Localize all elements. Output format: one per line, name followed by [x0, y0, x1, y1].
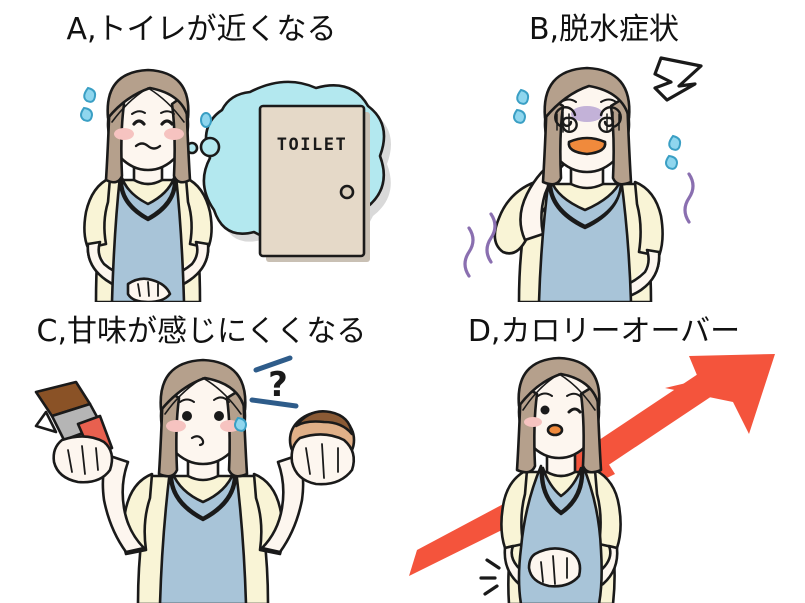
emphasis-dashes	[479, 558, 501, 596]
donut-chocolate-top	[294, 410, 354, 436]
dizzy-eye-left	[554, 106, 578, 133]
panel-b-title: B,脱水症状	[528, 12, 680, 47]
woman-c-right-arm	[260, 454, 305, 554]
woman-c-hair-part	[164, 377, 242, 415]
woman-a-left-sleeve	[83, 176, 112, 250]
woman-d-left-sleeve	[500, 468, 529, 550]
emphasis-line-top	[253, 355, 293, 373]
emphasis-line-bottom	[249, 397, 299, 409]
woman-a-eye-right	[160, 119, 174, 126]
woman-d-apron-top	[541, 466, 583, 514]
woman-c-brow-right	[213, 396, 230, 403]
sweat-drop-b4	[665, 154, 679, 170]
woman-b-brow-right	[600, 98, 617, 103]
question-mark-group: ?	[249, 355, 299, 409]
woman-d-finger-lines	[540, 555, 568, 585]
woman-c-apron	[158, 468, 248, 603]
woman-d-mouth	[546, 423, 564, 437]
woman-c-left-arm	[101, 454, 146, 554]
toilet-door	[258, 104, 366, 258]
thought-bubble-tail-large	[199, 136, 221, 158]
woman-a-eye-left	[132, 119, 146, 126]
woman-d-eye-right	[567, 407, 582, 414]
woman-d-hair-right	[579, 382, 603, 474]
woman-b-hair-top	[543, 66, 631, 120]
woman-d-hair-top	[517, 356, 601, 408]
woman-d-brow-left	[537, 392, 553, 397]
dizzy-eye-right	[598, 106, 622, 133]
arrow-head	[665, 354, 775, 434]
woman-a-hair-top	[106, 68, 190, 120]
woman-c-right-finger-lines	[305, 443, 339, 479]
toilet-door-label: TOILET	[277, 135, 347, 155]
woman-a-brow-left	[131, 110, 146, 115]
woman-a-right-sleeve	[184, 176, 213, 250]
panel-b-illustration	[403, 52, 805, 302]
flash-mark-icon	[653, 56, 703, 102]
door-knob-icon	[339, 184, 355, 200]
question-mark-glyph: ?	[268, 365, 288, 405]
woman-c-eye-left	[182, 411, 192, 421]
chocolate-bar-foil-corner	[34, 410, 58, 434]
woman-c-brow-left	[179, 398, 195, 403]
panel-d-title: D,カロリーオーバー	[467, 314, 741, 349]
woman-d-eye-left	[540, 405, 550, 415]
woman-c-cheek-left	[166, 420, 186, 432]
panel-c-illustration: ?	[0, 354, 403, 603]
panel-c-title: C,甘味が感じにくくなる	[36, 314, 367, 349]
woman-c-mouth	[190, 435, 205, 447]
woman-c-eye-right	[214, 411, 224, 421]
panel-d-illustration	[403, 354, 805, 603]
sweat-drop-b3	[668, 134, 682, 151]
dizzy-wave-lines	[463, 172, 695, 278]
woman-c-left-finger-lines	[67, 445, 99, 475]
woman-a-mouth	[134, 142, 162, 150]
woman-b-brow-left	[560, 98, 577, 103]
woman-a-apron	[110, 174, 186, 302]
panel-a-illustration: TOILET	[0, 52, 403, 302]
woman-a-cheek-right	[164, 128, 184, 140]
panel-a-title: A,トイレが近くなる	[66, 12, 337, 47]
woman-b-hair-left	[541, 94, 565, 186]
sweat-drop-b2	[513, 108, 527, 124]
woman-d-hair-part	[522, 373, 596, 411]
woman-a-finger-lines	[137, 281, 159, 297]
woman-b-apron	[537, 176, 633, 302]
woman-b-right-sleeve	[633, 180, 664, 258]
woman-d-right-sleeve	[593, 468, 622, 550]
woman-a-brow-right	[160, 110, 175, 115]
sweat-drop-c	[234, 416, 248, 432]
dizzy-face-shading	[571, 106, 603, 122]
panel-d: D,カロリーオーバー	[403, 302, 805, 603]
panel-c: C,甘味が感じにくくなる	[0, 302, 403, 603]
sweat-drop-b1	[516, 88, 530, 105]
woman-b-mouth	[567, 136, 607, 156]
woman-a-cheek-left	[114, 128, 134, 140]
woman-d-cheek	[524, 417, 542, 427]
effects-b	[463, 56, 703, 278]
sweat-drops-a	[80, 86, 212, 128]
woman-d-brow-right	[566, 392, 582, 398]
panel-b: B,脱水症状	[403, 0, 805, 302]
woman-a-hair-part	[111, 87, 185, 123]
panel-a: A,トイレが近くなる TOILET	[0, 0, 403, 302]
